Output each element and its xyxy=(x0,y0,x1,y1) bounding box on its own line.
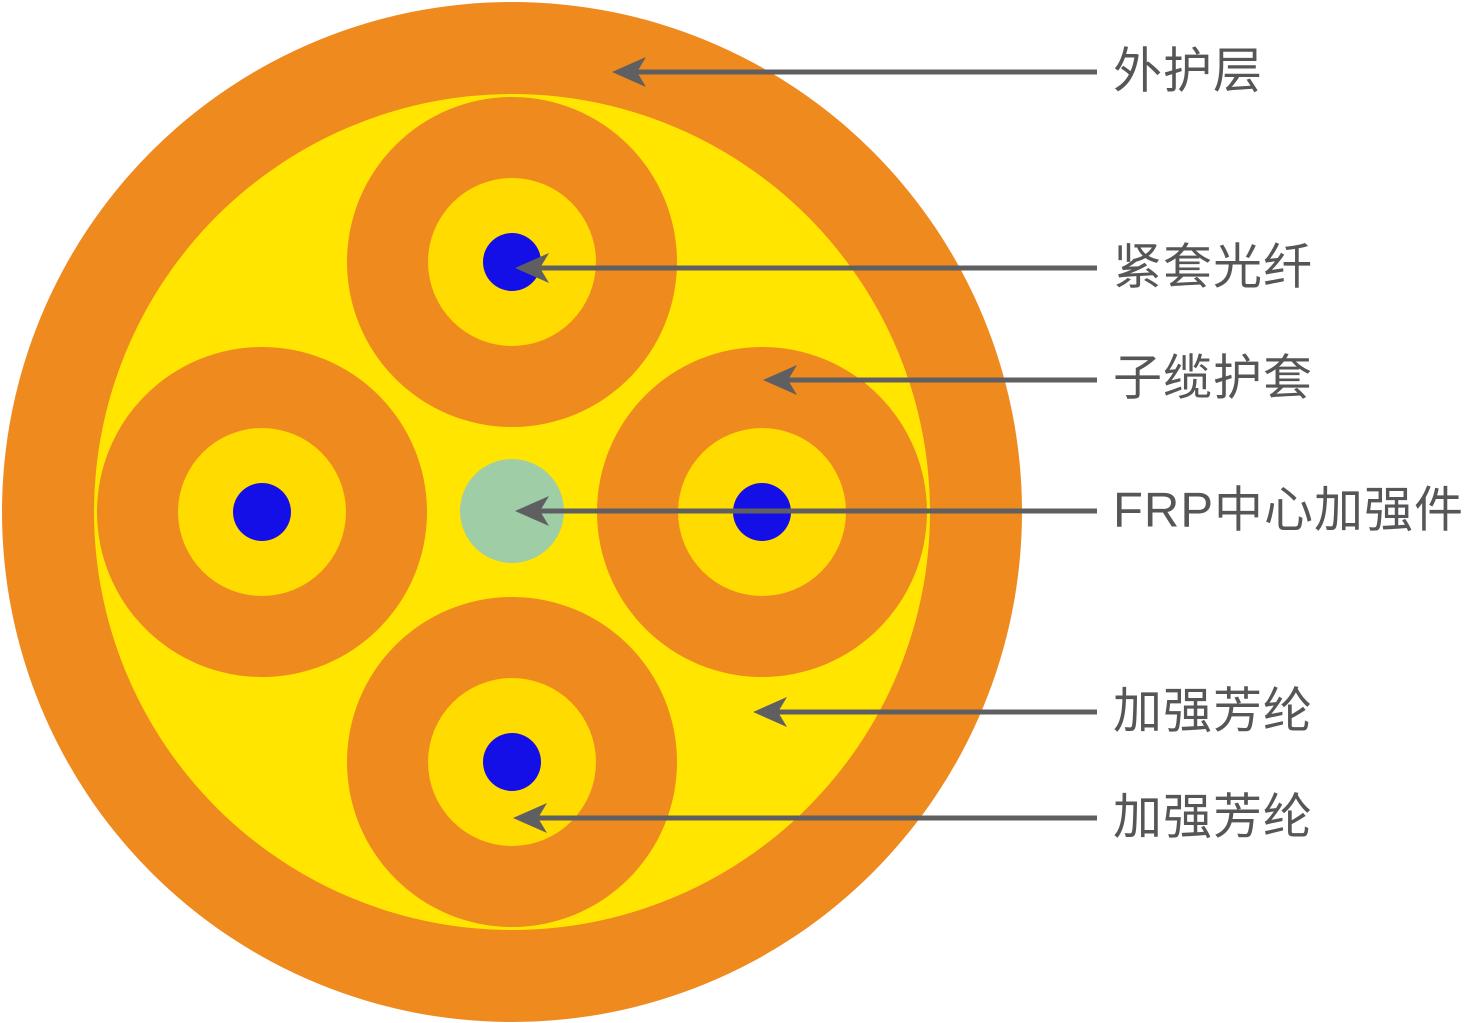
callout-arrow-aramid-outer xyxy=(753,697,1097,727)
subunit-left xyxy=(97,347,427,677)
arrowhead-icon xyxy=(515,496,549,526)
arrowhead-icon xyxy=(753,697,787,727)
fiber-circle xyxy=(233,483,291,541)
callout-arrow-subunit-jacket xyxy=(763,365,1097,395)
fiber-circle xyxy=(483,733,541,791)
arrowhead-icon xyxy=(513,803,547,833)
fiber-circle xyxy=(483,233,541,291)
arrowhead-icon xyxy=(763,365,797,395)
callout-arrow-aramid-subunit xyxy=(513,803,1097,833)
subunit-top xyxy=(347,97,677,427)
label-outer-sheath: 外护层 xyxy=(1113,44,1264,99)
label-frp-strength-member: FRP中心加强件 xyxy=(1113,483,1465,538)
callout-arrow-frp xyxy=(515,496,1097,526)
arrowhead-icon xyxy=(515,253,549,283)
callout-arrow-fiber xyxy=(515,253,1097,283)
arrowhead-icon xyxy=(612,57,646,87)
label-subcable-jacket: 子缆护套 xyxy=(1113,351,1314,406)
subunit-bottom xyxy=(347,597,677,927)
label-tight-buffered-fiber: 紧套光纤 xyxy=(1113,240,1314,295)
label-aramid-subunit: 加强芳纶 xyxy=(1113,790,1314,845)
label-aramid-outer: 加强芳纶 xyxy=(1113,684,1314,739)
callout-arrow-outer-sheath xyxy=(612,57,1097,87)
frp-strength-member-circle xyxy=(460,459,564,563)
